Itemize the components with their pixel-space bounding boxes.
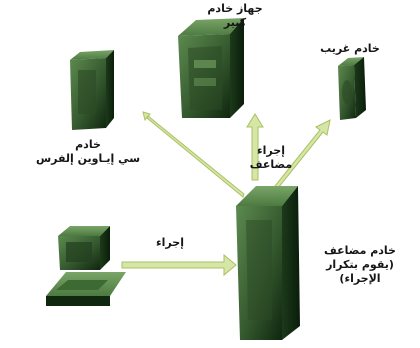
mainframe-server-icon bbox=[178, 18, 244, 118]
replicate-arrow-label-line1: إجراء bbox=[257, 144, 285, 157]
replicator-server-icon bbox=[236, 186, 300, 340]
replicator-server-label-line1: خادم مضاعف bbox=[324, 244, 396, 257]
cicsplex-server-label-line2: سي إيـاوين إلفرس bbox=[35, 152, 141, 165]
client-workstation-icon bbox=[46, 226, 126, 306]
request-arrow-label-text: إجراء bbox=[156, 236, 184, 249]
replicate-arrow-label: إجراء مضاعف bbox=[236, 144, 306, 172]
arrow-client-to-replicator bbox=[121, 253, 237, 277]
replicate-arrow-label-line2: مضاعف bbox=[249, 158, 293, 171]
request-arrow-label: إجراء bbox=[140, 236, 200, 250]
remote-server-icon bbox=[338, 57, 366, 120]
cicsplex-server-label: خادم سي إيـاوين إلفرس bbox=[16, 138, 160, 166]
remote-server-label-text: خادم غريب bbox=[320, 42, 380, 55]
replicator-server-label-line3: الإجراء) bbox=[339, 272, 381, 285]
replicator-server-label: خادم مضاعف (يقوم بتكرار الإجراء) bbox=[306, 244, 414, 286]
cicsplex-server-label-line1: خادم bbox=[75, 138, 101, 151]
mainframe-label-line2: كبير bbox=[223, 16, 247, 29]
mainframe-label-line1: جهاز خادم bbox=[207, 2, 263, 15]
remote-server-label: خادم غريب bbox=[300, 42, 400, 56]
mainframe-label: جهاز خادم كبير bbox=[190, 2, 280, 30]
replicator-server-label-line2: (يقوم بتكرار bbox=[326, 258, 394, 271]
arrow-to-cicsplex bbox=[142, 111, 245, 198]
arrow-to-mainframe bbox=[246, 113, 264, 181]
cicsplex-server-icon bbox=[70, 50, 114, 130]
